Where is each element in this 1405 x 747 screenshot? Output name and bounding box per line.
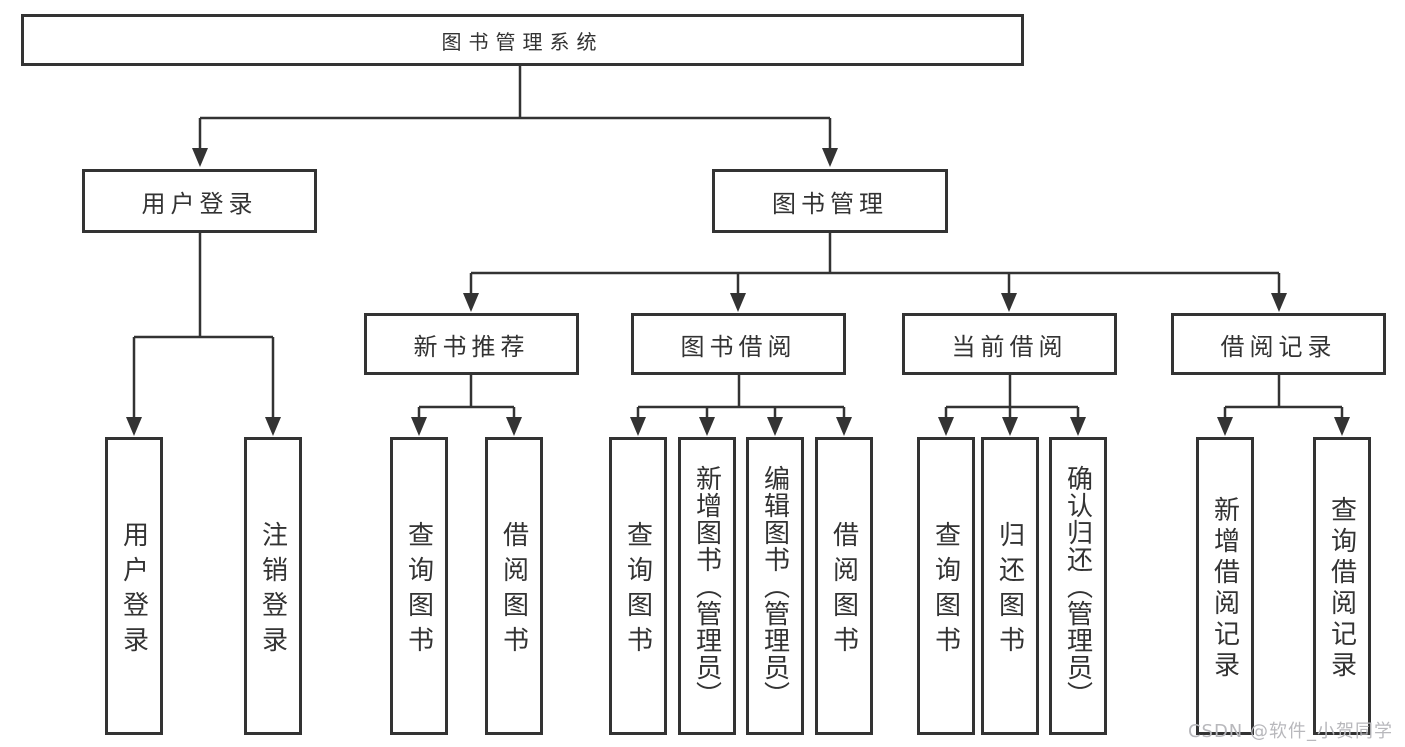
node-user-login-label: 用户登录	[141, 189, 258, 218]
leaf-borrow-books: 借阅图书	[815, 437, 873, 735]
leaf-borrow-books-recommend: 借阅图书	[485, 437, 543, 735]
node-borrow-records-label: 借阅记录	[1220, 332, 1337, 361]
leaf-logout-label: 注销登录	[257, 520, 288, 661]
leaf-user-login: 用户登录	[105, 437, 163, 735]
connector-borrow-records	[1223, 375, 1344, 424]
connector-book-borrow	[636, 375, 846, 424]
leaf-query-books-borrow: 查询图书	[609, 437, 667, 735]
leaf-add-book-admin: 新增图书（管理员）	[678, 437, 736, 735]
leaf-return-book-label: 归还图书	[994, 520, 1025, 661]
node-current-borrow: 当前借阅	[902, 313, 1117, 375]
leaf-confirm-return-admin-label: 确认归还（管理员）	[1062, 465, 1093, 708]
node-current-borrow-label: 当前借阅	[951, 332, 1068, 361]
node-borrow-records: 借阅记录	[1171, 313, 1386, 375]
connector-user-login	[132, 233, 275, 422]
watermark-text: CSDN @软件_小贺同学	[1187, 721, 1393, 742]
node-book-borrow-label: 图书借阅	[680, 332, 797, 361]
leaf-add-book-admin-label: 新增图书（管理员）	[691, 465, 722, 708]
node-user-login: 用户登录	[82, 169, 317, 233]
node-book-borrow: 图书借阅	[631, 313, 846, 375]
leaf-borrow-books-recommend-label: 借阅图书	[498, 520, 529, 661]
leaf-add-borrow-record-label: 新增借阅记录	[1209, 495, 1240, 682]
leaf-query-books-current: 查询图书	[917, 437, 975, 735]
leaf-query-books-recommend-label: 查询图书	[403, 520, 434, 661]
connector-root-branch	[198, 66, 832, 152]
leaf-query-books-current-label: 查询图书	[930, 520, 961, 661]
leaf-query-borrow-record-label: 查询借阅记录	[1326, 495, 1357, 682]
leaf-logout: 注销登录	[244, 437, 302, 735]
node-new-book-recommend-label: 新书推荐	[413, 332, 530, 361]
leaf-borrow-books-label: 借阅图书	[828, 520, 859, 661]
node-book-management-label: 图书管理	[772, 189, 888, 218]
node-root-label: 图书管理系统	[441, 29, 604, 54]
leaf-edit-book-admin: 编辑图书（管理员）	[746, 437, 804, 735]
leaf-query-books-borrow-label: 查询图书	[622, 520, 653, 661]
node-new-book-recommend: 新书推荐	[364, 313, 579, 375]
leaf-confirm-return-admin: 确认归还（管理员）	[1049, 437, 1107, 735]
leaf-query-borrow-record: 查询借阅记录	[1313, 437, 1371, 735]
connector-book-mgmt	[469, 233, 1281, 298]
leaf-add-borrow-record: 新增借阅记录	[1196, 437, 1254, 735]
connector-new-book	[417, 375, 516, 424]
leaf-user-login-label: 用户登录	[118, 520, 149, 661]
node-book-management: 图书管理	[712, 169, 948, 233]
leaf-return-book: 归还图书	[981, 437, 1039, 735]
connector-current-borrow	[944, 375, 1080, 424]
leaf-query-books-recommend: 查询图书	[390, 437, 448, 735]
leaf-edit-book-admin-label: 编辑图书（管理员）	[759, 465, 790, 708]
node-root: 图书管理系统	[21, 14, 1024, 66]
